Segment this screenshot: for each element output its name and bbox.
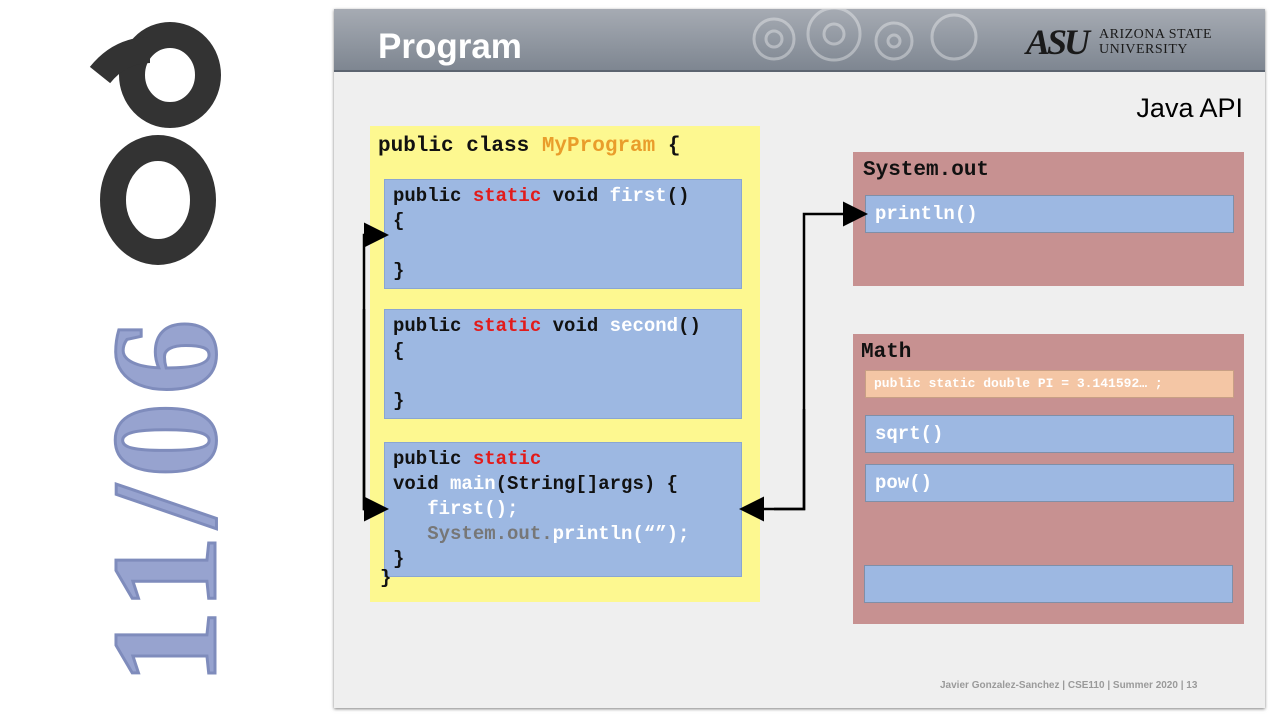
main-params: (String[]args) {: [495, 473, 679, 495]
parens: (): [678, 315, 701, 337]
date-drawing: 11/06: [81, 22, 250, 687]
asu-logo: ASU Arizona State University: [1026, 24, 1226, 60]
close-brace: }: [393, 548, 405, 570]
method-main-code: public static void main(String[]args) { …: [393, 447, 689, 572]
system-out-title: System.out: [863, 159, 990, 182]
math-pi-constant: public static double PI = 3.141592… ;: [865, 370, 1234, 398]
method-sqrt: sqrt(): [865, 415, 1234, 453]
kw-public: public: [393, 315, 473, 337]
arrow-main-to-println: [739, 201, 868, 522]
class-close-brace: }: [380, 567, 392, 589]
kw-void: void: [393, 473, 451, 495]
open-brace: {: [393, 340, 405, 362]
slide: Program ASU Arizona State University Jav…: [334, 9, 1265, 708]
class-keyword: public class: [378, 135, 542, 158]
math-box: Math public static double PI = 3.141592……: [853, 334, 1244, 624]
date-text: 11/06: [82, 312, 248, 685]
handwritten-date: 11/06: [0, 0, 332, 720]
class-name: MyProgram: [541, 135, 656, 158]
class-open-brace: {: [655, 135, 681, 158]
asu-logo-text: Arizona State University: [1099, 27, 1212, 57]
kw-void: void: [541, 315, 610, 337]
method-name-main: main: [450, 473, 496, 495]
method-first-block: public static void first() { }: [384, 179, 742, 289]
kw-public: public: [393, 185, 473, 207]
method-println: println(): [865, 195, 1234, 233]
kw-public: public: [393, 448, 473, 470]
logo-line-1: Arizona State: [1099, 27, 1213, 42]
close-brace: }: [393, 260, 405, 282]
kw-static: static: [472, 315, 542, 337]
logo-line-2: University: [1099, 42, 1188, 57]
asu-logo-mark: ASU: [1026, 22, 1090, 62]
gears-decoration: [752, 9, 978, 62]
method-empty: [864, 565, 1233, 603]
system-out-box: System.out println(): [853, 152, 1244, 286]
date-dark-digits: [89, 22, 221, 265]
method-name-second: second: [609, 315, 679, 337]
kw-void: void: [541, 185, 610, 207]
parens: (): [666, 185, 690, 207]
class-declaration: public class MyProgram {: [378, 134, 680, 159]
kw-static: static: [472, 448, 542, 470]
java-api-label: Java API: [1136, 93, 1243, 123]
method-pow: pow(): [865, 464, 1234, 502]
method-main-block: public static void main(String[]args) { …: [384, 442, 742, 577]
slide-header: Program ASU Arizona State University: [334, 9, 1265, 72]
close-brace: }: [393, 390, 405, 412]
method-name-first: first: [609, 185, 667, 207]
slide-title: Program: [378, 27, 522, 66]
slide-footer: Javier Gonzalez-Sanchez | CSE110 | Summe…: [940, 680, 1198, 691]
kw-static: static: [472, 185, 542, 207]
call-println: println(“”);: [552, 523, 690, 545]
method-second-block: public static void second() { }: [384, 309, 742, 419]
program-class-block: public class MyProgram { public static v…: [370, 126, 760, 602]
method-first-code: public static void first() { }: [393, 184, 690, 284]
method-second-code: public static void second() { }: [393, 314, 701, 414]
call-system-out: System.out.: [427, 523, 553, 545]
open-brace: {: [393, 210, 405, 232]
math-title: Math: [861, 341, 912, 364]
call-first: first();: [427, 498, 519, 520]
